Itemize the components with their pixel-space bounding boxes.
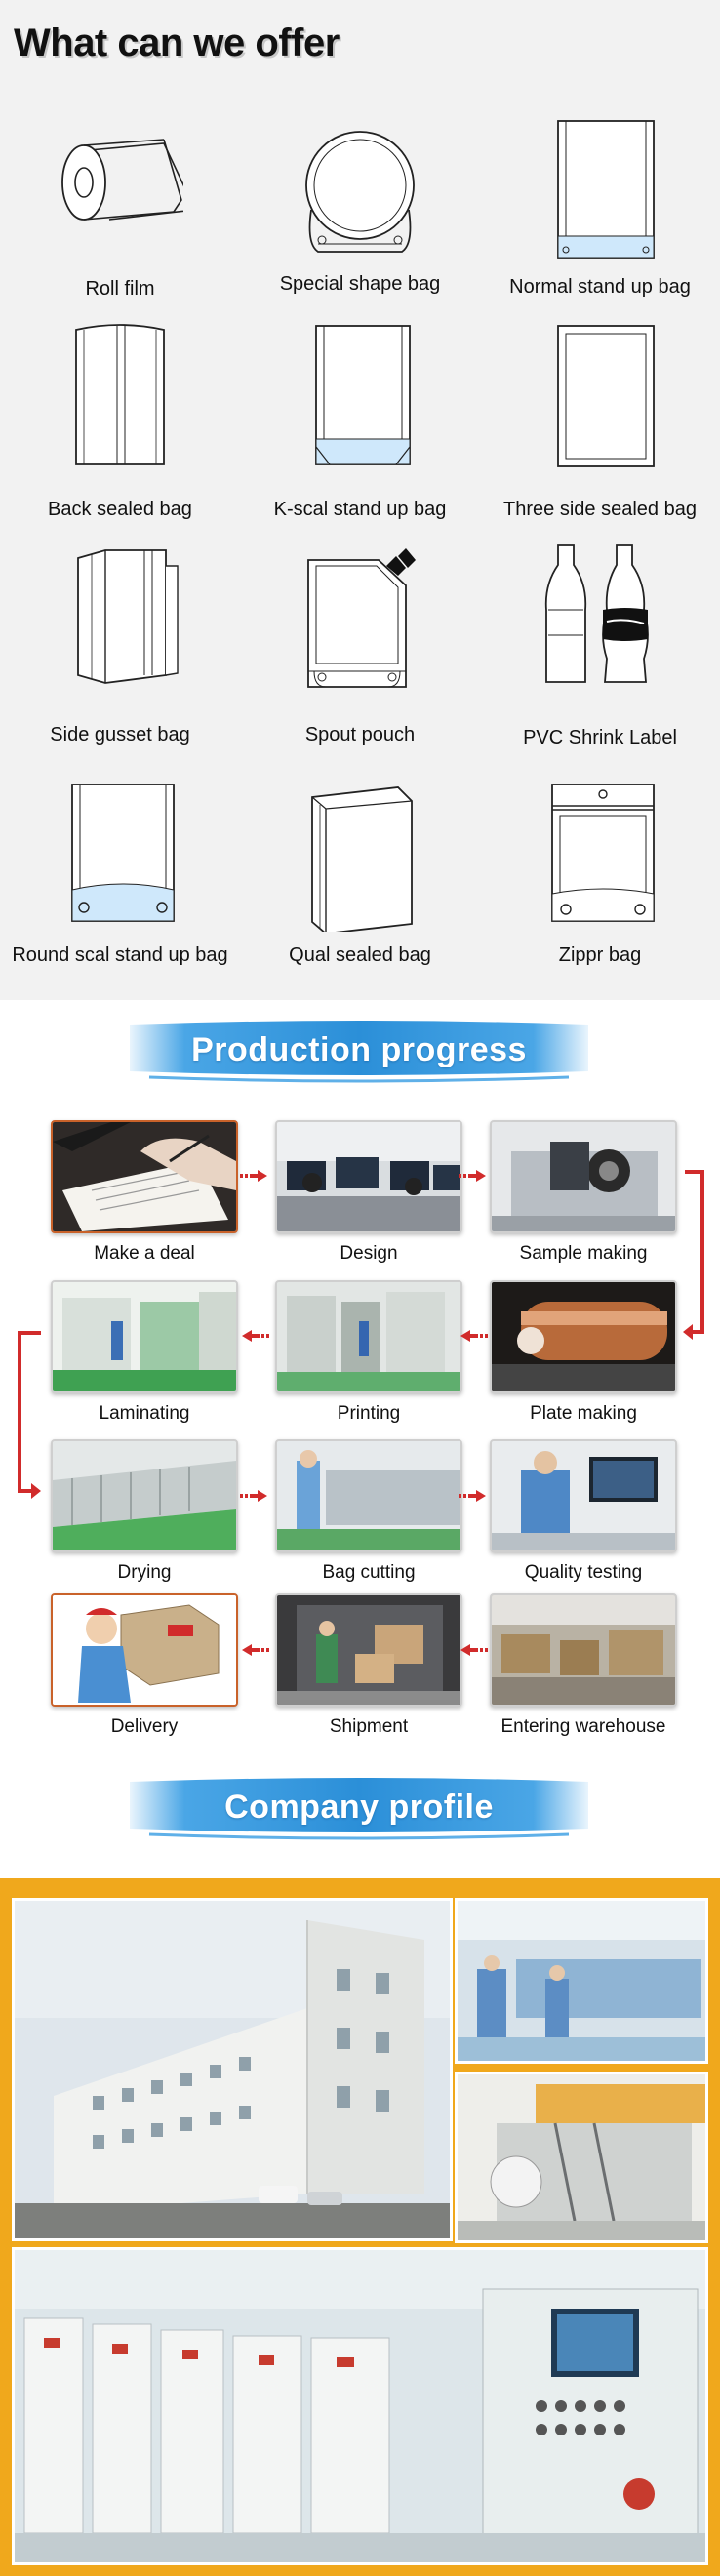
product-label: PVC Shrink Label (523, 727, 677, 748)
arrow-left-icon (460, 1330, 488, 1342)
step-photo (275, 1593, 462, 1707)
normal-stand-up-bag-icon (557, 120, 655, 259)
step-photo (275, 1120, 462, 1233)
spout-pouch-icon (307, 548, 416, 688)
step-label: Printing (337, 1403, 401, 1424)
printing-line-photo (455, 2072, 708, 2243)
product-normal-stand-up-bag: Normal stand up bag (480, 117, 720, 342)
step-label: Entering warehouse (500, 1716, 666, 1737)
roll-film-icon (61, 139, 183, 221)
product-round-seal-stand-up-bag: Round scal stand up bag (0, 781, 240, 1005)
product-pvc-shrink-label: PVC Shrink Label (480, 542, 720, 766)
product-spout-pouch: Spout pouch (240, 546, 480, 771)
workshop-photo (455, 1898, 708, 2064)
round-seal-stand-up-bag-icon (71, 784, 175, 922)
step-label: Design (340, 1243, 398, 1264)
product-label: Three side sealed bag (503, 499, 697, 520)
factory-building-photo (12, 1898, 453, 2241)
product-k-seal-stand-up-bag: K-scal stand up bag (240, 322, 480, 546)
step-photo (51, 1120, 238, 1233)
product-special-shape-bag: Special shape bag (240, 117, 480, 342)
step-label: Plate making (530, 1403, 637, 1424)
product-label: Qual sealed bag (289, 945, 431, 966)
side-gusset-bag-icon (77, 549, 179, 684)
company-profile-title: Company profile (224, 1789, 494, 1826)
arrow-right-icon (459, 1170, 486, 1182)
step-label: Shipment (329, 1716, 409, 1737)
arrow-right-icon (459, 1490, 486, 1502)
step-label: Make a deal (94, 1243, 195, 1264)
back-sealed-bag-icon (75, 324, 165, 465)
offer-section: What can we offer Roll film Special shap… (0, 0, 720, 1000)
k-seal-stand-up-bag-icon (315, 325, 411, 465)
step-photo (490, 1120, 677, 1233)
product-label: K-scal stand up bag (273, 499, 447, 520)
product-side-gusset-bag: Side gusset bag (0, 546, 240, 771)
company-section (0, 1878, 720, 2576)
printing-machines-photo (12, 2247, 708, 2565)
connector-down-right (683, 1170, 704, 1340)
product-label: Zippr bag (558, 945, 642, 966)
step-photo (51, 1593, 238, 1707)
step-label: Delivery (110, 1716, 179, 1737)
product-label: Round scal stand up bag (12, 945, 228, 966)
offer-title: What can we offer (14, 21, 340, 64)
arrow-right-icon (240, 1170, 267, 1182)
special-shape-bag-icon (305, 131, 415, 253)
pvc-shrink-label-icon (544, 544, 649, 683)
step-label: Quality testing (524, 1562, 643, 1583)
step-photo (51, 1439, 238, 1552)
arrow-left-icon (242, 1330, 269, 1342)
step-photo (275, 1439, 462, 1552)
step-photo (490, 1280, 677, 1393)
product-three-side-sealed-bag: Three side sealed bag (480, 322, 720, 546)
step-label: Laminating (99, 1403, 190, 1424)
quad-sealed-bag-icon (311, 786, 413, 932)
step-photo (275, 1280, 462, 1393)
product-label: Spout pouch (304, 724, 416, 745)
product-label: Normal stand up bag (509, 276, 691, 298)
product-label: Roll film (85, 278, 155, 300)
arrow-left-icon (460, 1644, 488, 1656)
connector-down-left (18, 1331, 41, 1499)
three-side-sealed-bag-icon (557, 325, 655, 467)
product-quad-sealed-bag: Qual sealed bag (240, 785, 480, 1010)
product-roll-film: Roll film (0, 122, 240, 346)
arrow-right-icon (240, 1490, 267, 1502)
banner-ribbon-shape (130, 1778, 588, 1840)
arrow-left-icon (242, 1644, 269, 1656)
step-label: Drying (117, 1562, 172, 1583)
step-photo (490, 1439, 677, 1552)
company-profile-banner: Company profile (130, 1778, 588, 1840)
product-label: Side gusset bag (50, 724, 190, 745)
production-progress-banner: Production progress (130, 1021, 588, 1083)
product-back-sealed-bag: Back sealed bag (0, 320, 240, 544)
zipper-bag-icon (551, 784, 655, 922)
step-label: Sample making (519, 1243, 648, 1264)
step-photo (51, 1280, 238, 1393)
product-zipper-bag: Zippr bag (480, 781, 720, 1005)
banner-ribbon-shape (130, 1021, 588, 1083)
step-photo (490, 1593, 677, 1707)
product-label: Back sealed bag (48, 499, 192, 520)
step-label: Bag cutting (322, 1562, 416, 1583)
production-progress-title: Production progress (191, 1031, 527, 1068)
product-label: Special shape bag (279, 273, 441, 295)
